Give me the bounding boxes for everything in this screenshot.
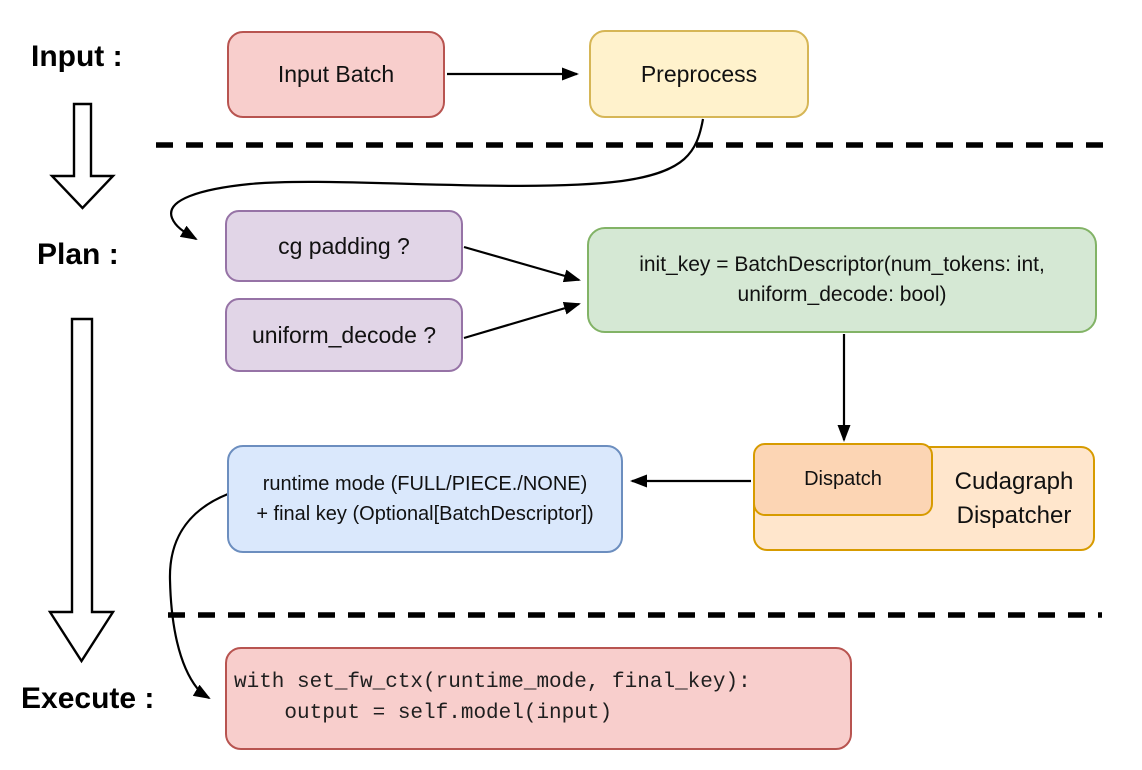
node-init-key-line1: init_key = BatchDescriptor(num_tokens: i… [639,252,1045,276]
edge-cg-padding-to-init-key [463,245,581,283]
node-runtime-mode-line2: + final key (Optional[BatchDescriptor]) [256,503,594,525]
node-cg-padding-label: cg padding ? [278,232,410,259]
node-dispatch-label: Dispatch [804,468,882,490]
execute-code-line1: with set_fw_ctx(runtime_mode, final_key)… [234,671,751,695]
stage-label-input: Input : [31,40,123,73]
node-dispatch: Dispatch [753,443,933,516]
node-input-batch-label: Input Batch [277,61,395,87]
node-init-key-line2: uniform_decode: bool) [737,283,947,306]
node-runtime-mode: runtime mode (FULL/PIECE./NONE) + final … [227,445,623,553]
node-cudagraph-dispatcher-label: Cudagraph Dispatcher [954,467,1074,529]
node-cudagraph-dispatcher-label-wrap: Cudagraph Dispatcher [933,446,1095,551]
node-runtime-mode-line1: runtime mode (FULL/PIECE./NONE) [262,473,588,495]
edge-runtime-mode-to-execute-code [168,492,229,700]
stage-arrow-plan-to-execute [47,317,116,664]
stage-label-plan: Plan : [37,238,119,271]
node-uniform-decode-label: uniform_decode ? [251,321,437,348]
edge-uniform-decode-to-init-key [463,302,581,340]
edge-preprocess-to-cg-padding [170,118,705,241]
node-execute-code: with set_fw_ctx(runtime_mode, final_key)… [225,647,852,750]
stage-arrow-input-to-plan [49,102,116,210]
execute-code-line2: output = self.model(input) [234,701,613,725]
node-init-key: init_key = BatchDescriptor(num_tokens: i… [587,227,1097,333]
stage-label-execute: Execute : [21,682,155,715]
node-input-batch: Input Batch [227,31,445,118]
node-uniform-decode: uniform_decode ? [225,298,463,372]
node-preprocess: Preprocess [589,30,809,118]
node-preprocess-label: Preprocess [640,60,758,87]
node-cg-padding: cg padding ? [225,210,463,282]
